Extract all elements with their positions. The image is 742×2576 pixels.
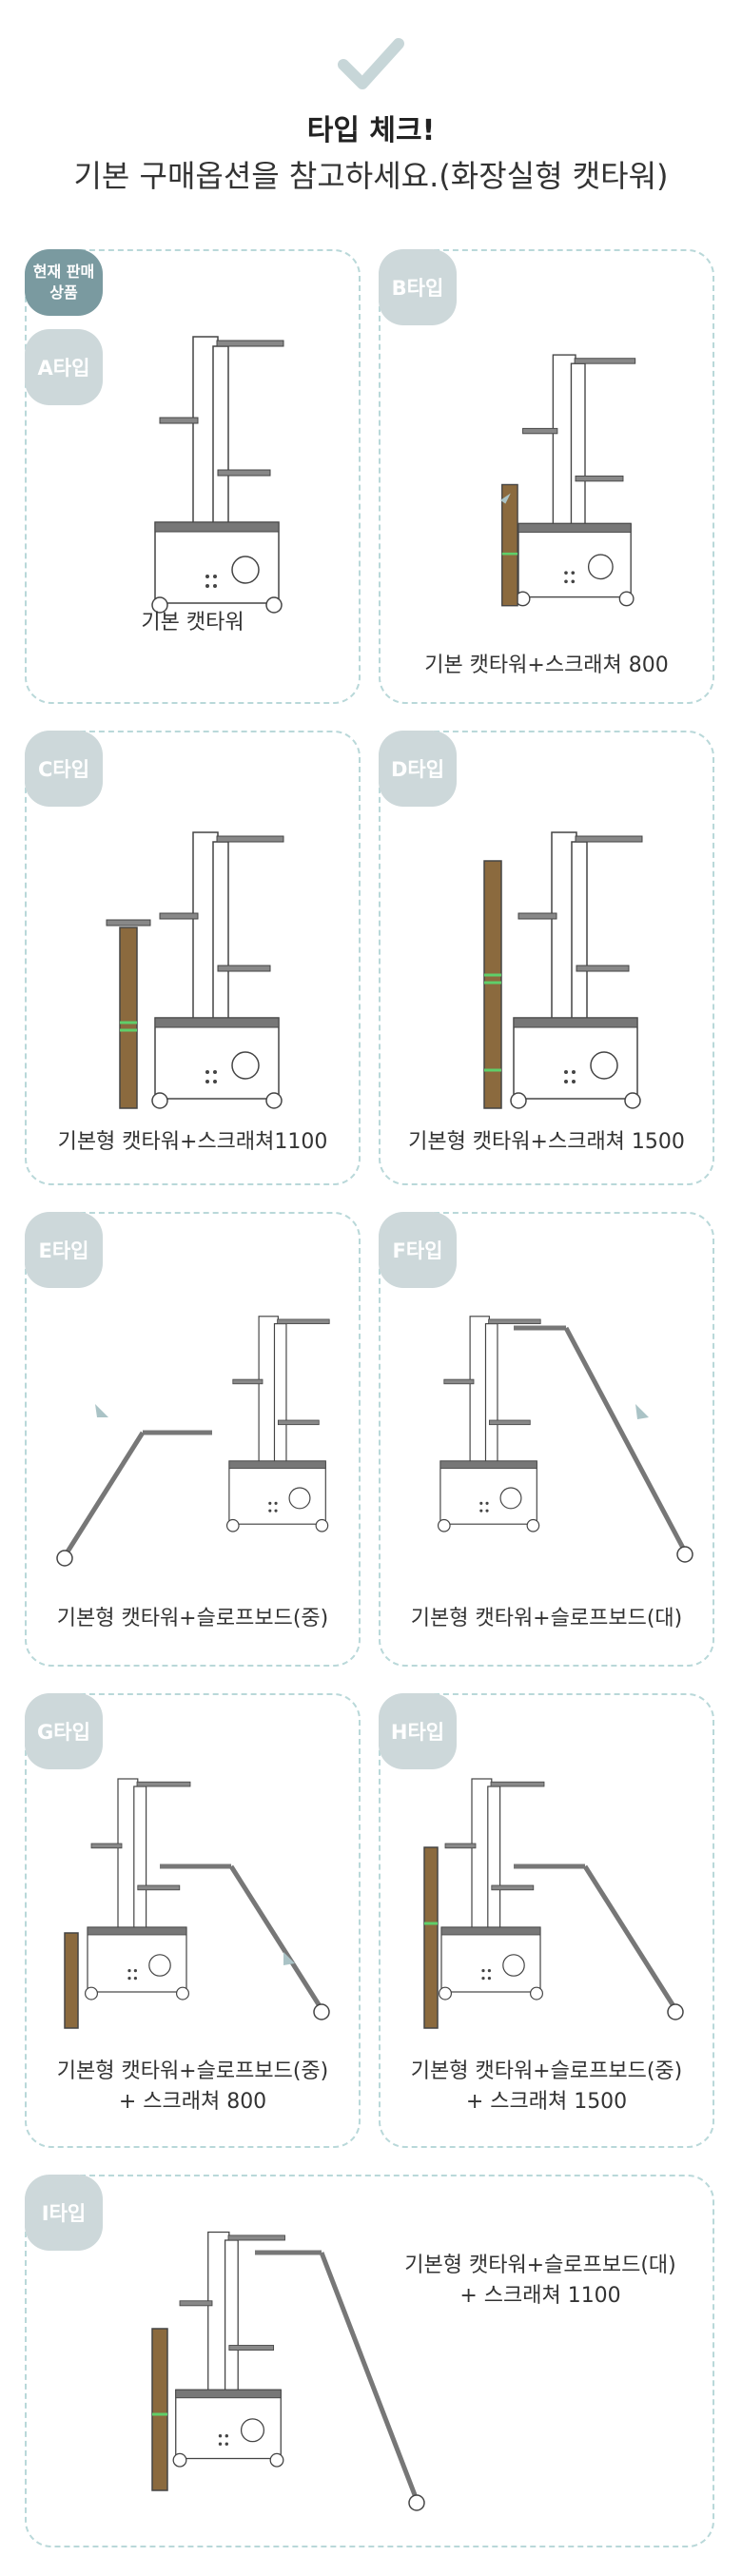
type-caption: 기본형 캣타워+슬로프보드(대) [410,1607,683,1630]
type-caption: 기본 캣타워+스크래쳐 800 [424,654,669,677]
type-card-c[interactable]: C타입 기본형 캣타워+스크래쳐1100 [25,731,361,1185]
type-caption-line-2: + 스크래쳐 1100 [459,2284,621,2308]
type-card-h[interactable]: H타입 기본형 캣타워+슬로프보드(중) + 스크래쳐 1500 [379,1693,714,2148]
type-card-g[interactable]: G타입 기본형 캣타워+슬로프보드(중) + 스크래쳐 800 [25,1693,361,2148]
type-tag: B타입 [379,249,457,325]
type-caption: 기본형 캣타워+슬로프보드(중) [56,2059,329,2083]
checkmark-icon [338,38,404,89]
cat-tower-illustration [483,831,643,1109]
type-caption: 기본형 캣타워+스크래쳐 1500 [408,1130,685,1154]
cat-tower-illustration [423,1778,684,2029]
type-card-f[interactable]: F타입 기본형 캣타워+슬로프보드(대) [379,1212,714,1667]
type-card-d[interactable]: D타입 기본형 캣타워+스크래쳐 1500 [379,731,714,1185]
type-caption: 기본형 캣타워+슬로프보드(대) [404,2254,676,2277]
type-caption: 기본 캣타워 [141,611,244,634]
type-caption: 기본형 캣타워+스크래쳐1100 [57,1130,328,1154]
type-tag: A타입 [25,329,103,405]
type-card-e[interactable]: E타입 기본형 캣타워+슬로프보드(중) [25,1212,361,1667]
page-subtitle: 기본 구매옵션을 참고하세요.(화장실형 캣타워) [73,158,669,194]
cat-tower-illustration [64,1778,330,2029]
type-caption: 기본형 캣타워+슬로프보드(중) [410,2059,683,2083]
cat-tower-illustration [437,1316,693,1563]
type-tag: C타입 [25,731,103,807]
type-card-i[interactable]: I타입 기본형 캣타워+슬로프보드(대) + 스크래쳐 1100 [25,2175,714,2547]
type-card-b[interactable]: B타입 기본 캣타워+스크래쳐 800 [379,249,714,704]
cat-tower-illustration [499,354,636,607]
type-card-a[interactable]: A타입 기본 캣타워 [25,249,361,704]
cat-tower-illustration [106,831,284,1109]
type-tag: D타입 [379,731,457,807]
type-caption-line-2: + 스크래쳐 800 [118,2090,267,2114]
cat-tower-illustration [56,1316,330,1567]
page-title: 타입 체크! [306,114,436,147]
current-sale-badge: 현재 판매 상품 [25,249,103,316]
badge-line-1: 현재 판매 [32,263,95,281]
type-caption-line-2: + 스크래쳐 1500 [465,2090,628,2114]
type-caption: 기본형 캣타워+슬로프보드(중) [56,1607,329,1630]
type-tag: F타입 [379,1212,457,1288]
cat-tower-illustration [151,336,284,614]
badge-line-2: 상품 [49,283,78,302]
type-tag: H타입 [379,1693,457,1769]
type-tag: I타입 [25,2175,103,2251]
header: 타입 체크! 기본 구매옵션을 참고하세요.(화장실형 캣타워) [0,0,742,219]
type-tag: E타입 [25,1212,103,1288]
type-tag: G타입 [25,1693,103,1769]
cat-tower-illustration [151,2231,425,2511]
